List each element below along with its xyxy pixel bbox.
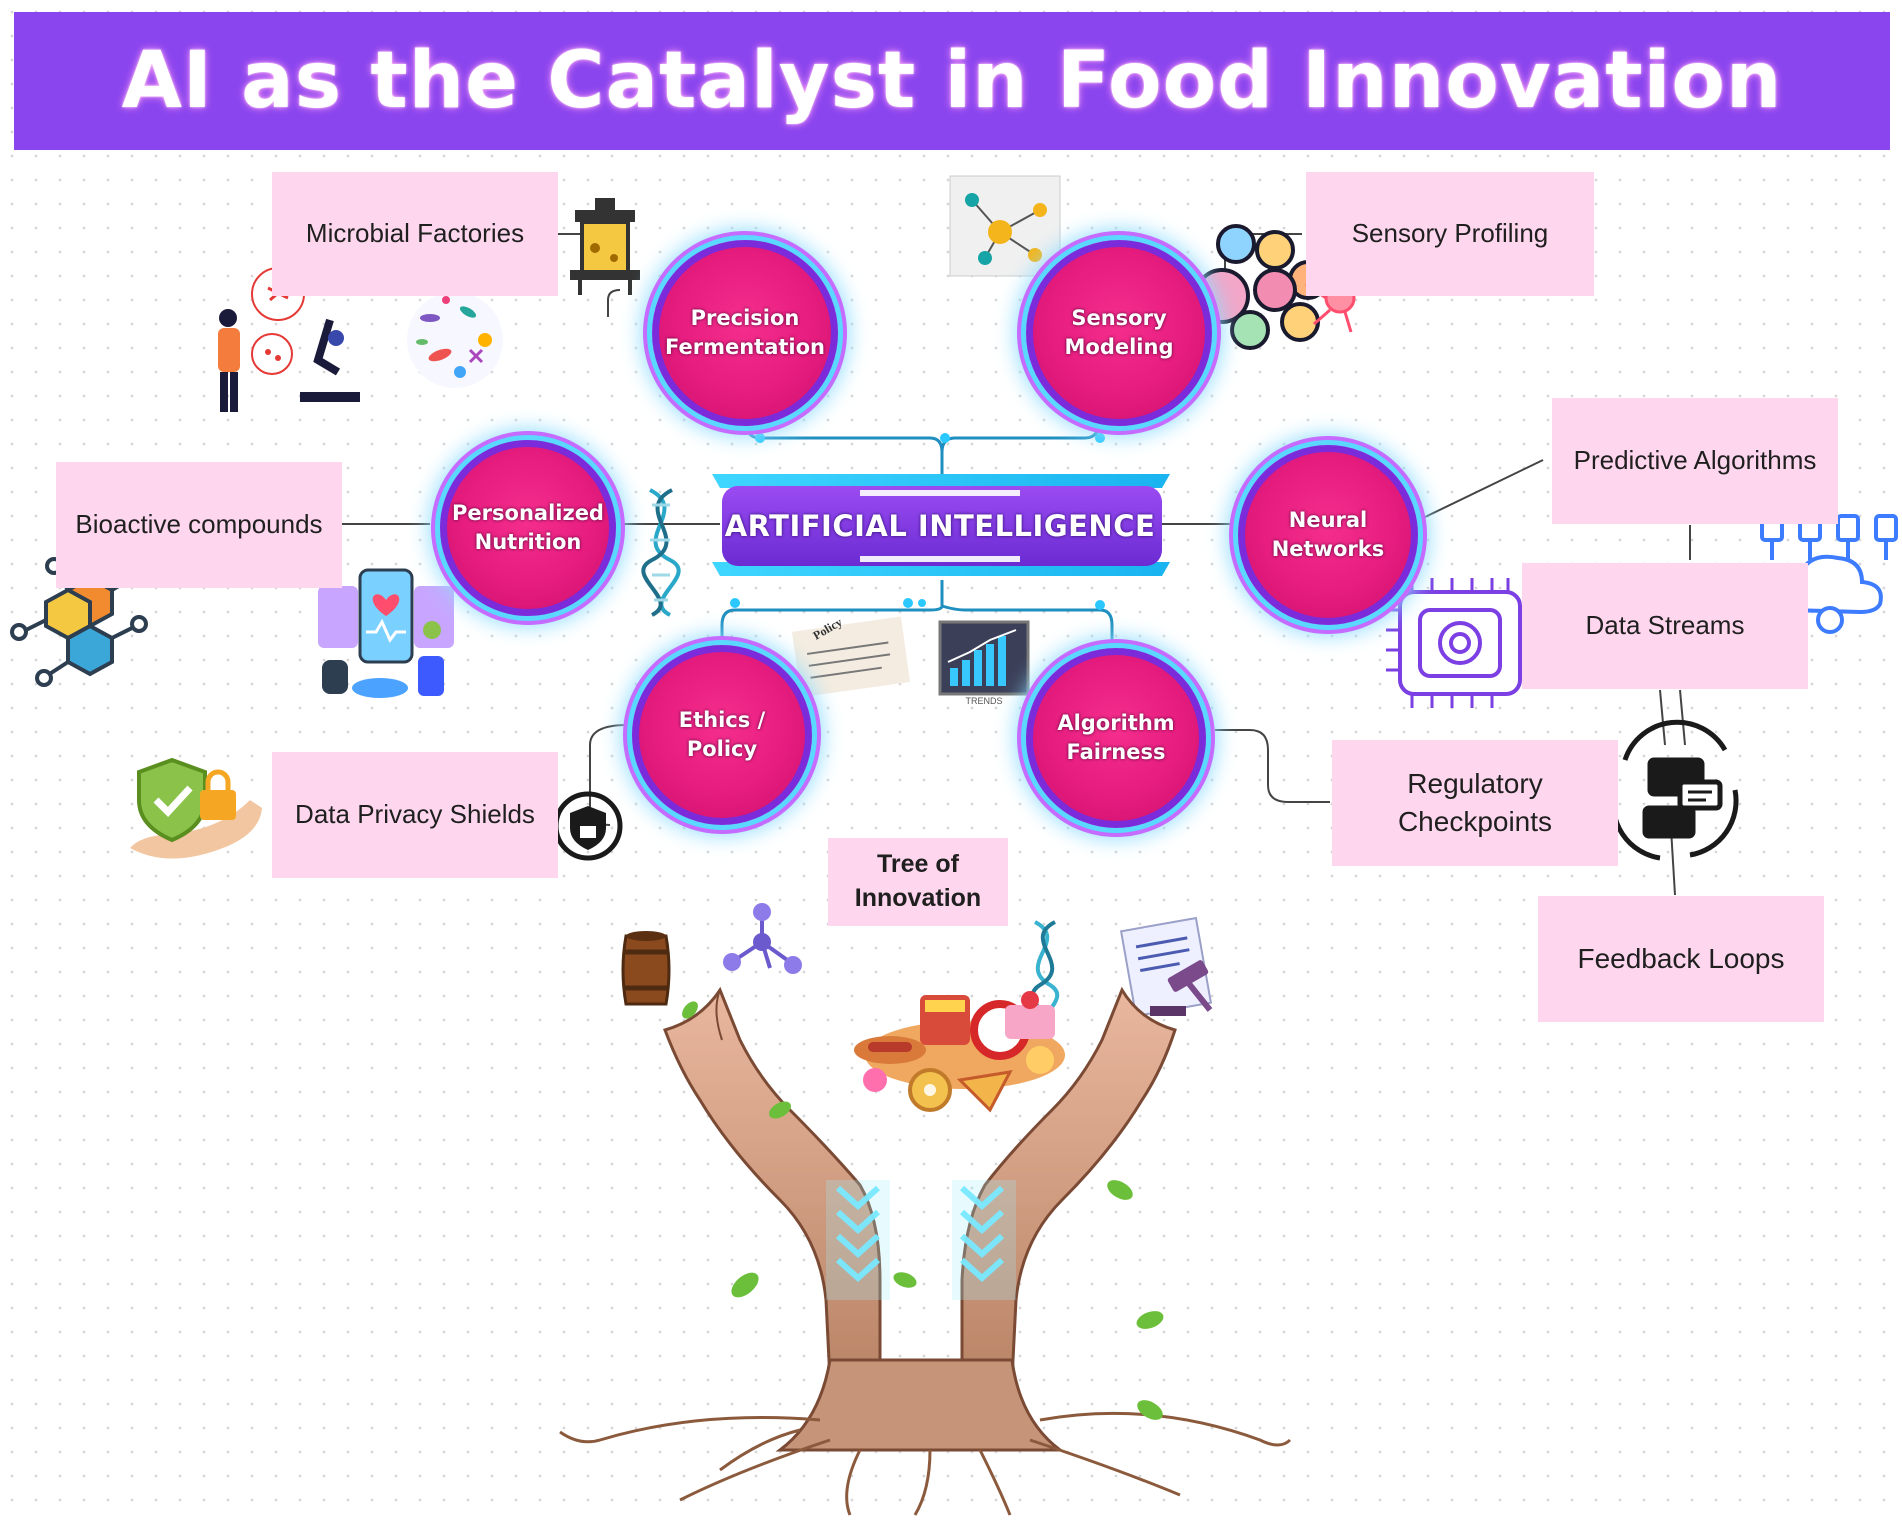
dna-icon (641, 488, 681, 617)
bioreactor-icon (570, 198, 640, 295)
page-title: AI as the Catalyst in Food Innovation (121, 36, 1783, 126)
label-sensory-profiling: Sensory Profiling (1306, 172, 1594, 296)
label-microbial-factories: Microbial Factories (272, 172, 558, 296)
ai-banner-shape (712, 474, 1170, 576)
microbes-icon (407, 292, 503, 388)
policy-paper-icon: Policy (791, 615, 911, 698)
feedback-chat-icon (1610, 719, 1739, 861)
node-neural-networks[interactable]: Neural Networks (1238, 445, 1418, 625)
node-ethics-policy[interactable]: Ethics / Policy (632, 645, 812, 825)
center-ai-label: ARTIFICIAL INTELLIGENCE (724, 509, 1156, 543)
health-app-icon (318, 568, 454, 698)
molecule-network-icon (949, 175, 1061, 277)
trend-chart-icon: TRENDS (938, 620, 1030, 706)
ai-chip-icon (1386, 578, 1534, 708)
node-personalized-nutrition[interactable]: Personalized Nutrition (440, 440, 616, 616)
title-banner: AI as the Catalyst in Food Innovation (14, 12, 1890, 150)
chart-card-text: TRENDS (965, 696, 1002, 706)
node-sensory-modeling[interactable]: Sensory Modeling (1026, 240, 1212, 426)
label-tree-of-innovation: Tree of Innovation (828, 838, 1008, 926)
connector-dots (730, 433, 1105, 610)
label-feedback-loops: Feedback Loops (1538, 896, 1824, 1022)
hands-tree-icon (559, 986, 1292, 1516)
node-algorithm-fairness[interactable]: Algorithm Fairness (1026, 648, 1206, 828)
label-bioactive-compounds: Bioactive compounds (56, 462, 342, 588)
barrel-icon (621, 931, 671, 1006)
label-data-privacy-shields: Data Privacy Shields (272, 752, 558, 878)
food-icon (854, 991, 1065, 1113)
gavel-document-icon (1119, 916, 1213, 1018)
lock-shield-icon (553, 791, 623, 861)
label-predictive-algorithms: Predictive Algorithms (1552, 398, 1838, 524)
label-data-streams: Data Streams (1522, 563, 1808, 689)
label-regulatory-checkpoints: Regulatory Checkpoints (1332, 740, 1618, 866)
shield-check-icon (130, 757, 262, 859)
node-precision-fermentation[interactable]: Precision Fermentation (652, 240, 838, 426)
molecule-icon (723, 903, 802, 974)
